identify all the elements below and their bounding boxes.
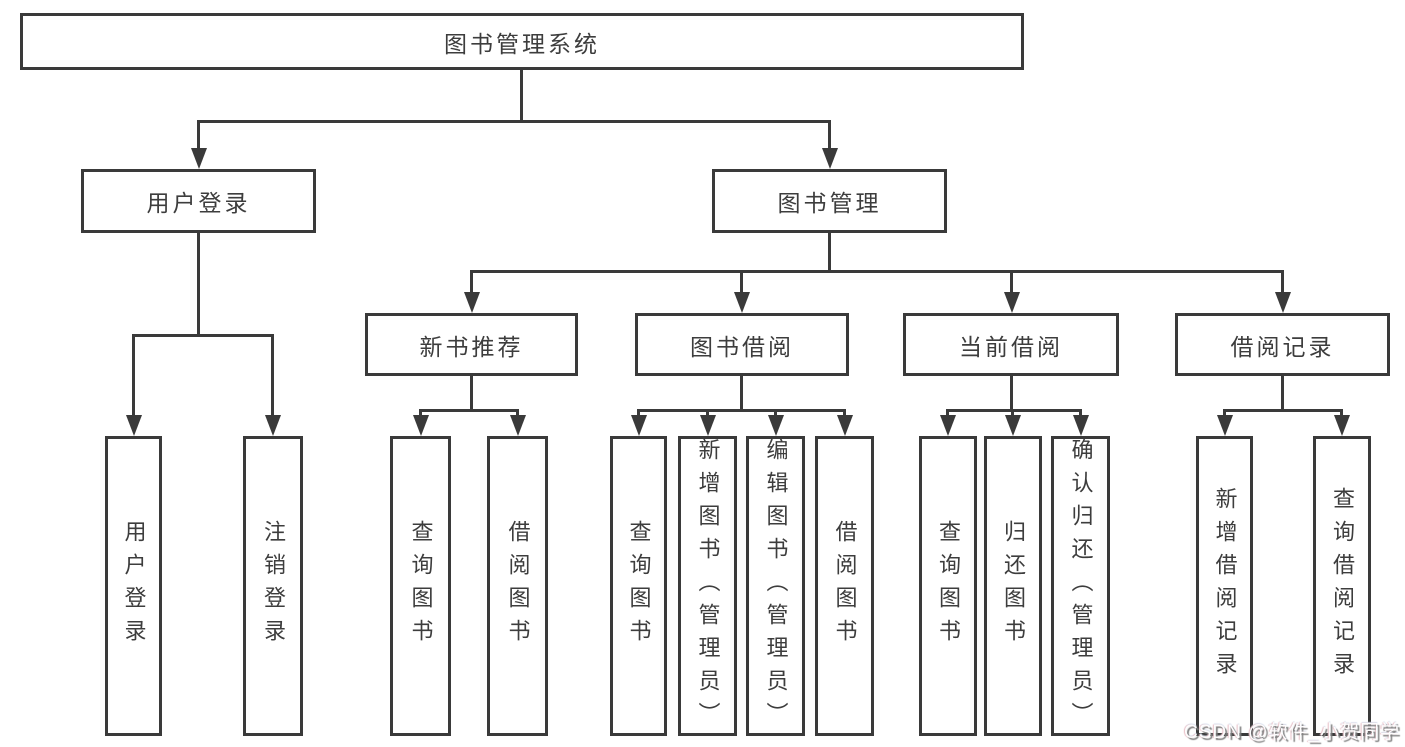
leaf-borrow-books-recommend: 借阅图书 xyxy=(487,436,548,736)
connector-arrow xyxy=(197,120,200,148)
leaf-confirm-return-admin: 确认归还（管理员） xyxy=(1051,436,1110,736)
leaf-edit-books-admin: 编辑图书（管理员） xyxy=(746,436,805,736)
node-label: 当前借阅 xyxy=(959,333,1063,360)
node-label: 图书管理系统 xyxy=(444,30,600,57)
connector-line xyxy=(1010,376,1013,409)
node-label: 用户登录 xyxy=(121,520,147,652)
node-label: 查询图书 xyxy=(936,520,961,652)
connector-line xyxy=(470,270,1284,273)
connector-line xyxy=(946,409,1082,412)
leaf-query-books-borrow: 查询图书 xyxy=(610,436,667,736)
connector-arrow xyxy=(419,409,422,415)
leaf-user-login: 用户登录 xyxy=(105,436,162,736)
node-label: 查询借阅记录 xyxy=(1330,487,1355,685)
node-label: 确认归还（管理员） xyxy=(1068,437,1094,735)
node-label: 借阅记录 xyxy=(1230,333,1335,360)
connector-line xyxy=(419,409,519,412)
connector-arrow xyxy=(706,409,709,415)
node-borrowing-records: 借阅记录 xyxy=(1175,313,1390,376)
leaf-query-books-recommend: 查询图书 xyxy=(390,436,451,736)
connector-line xyxy=(470,376,473,409)
connector-arrow xyxy=(1079,409,1082,415)
leaf-return-books: 归还图书 xyxy=(984,436,1042,736)
connector-arrow xyxy=(843,409,846,415)
node-user-login: 用户登录 xyxy=(81,169,316,233)
node-label: 注销登录 xyxy=(261,520,286,652)
leaf-add-books-admin: 新增图书（管理员） xyxy=(678,436,737,736)
node-label: 新书推荐 xyxy=(419,333,524,360)
node-new-book-recommendation: 新书推荐 xyxy=(365,313,578,376)
node-label: 查询图书 xyxy=(626,520,652,652)
node-current-borrowing: 当前借阅 xyxy=(903,313,1119,376)
node-label: 用户登录 xyxy=(146,190,251,216)
connector-arrow xyxy=(1010,270,1013,292)
node-label: 归还图书 xyxy=(1001,520,1026,652)
connector-line xyxy=(520,70,523,120)
leaf-logout: 注销登录 xyxy=(243,436,303,736)
connector-arrow xyxy=(1281,270,1284,292)
connector-arrow xyxy=(828,120,831,148)
connector-line xyxy=(197,233,200,334)
node-book-management: 图书管理 xyxy=(712,169,947,233)
leaf-query-borrow-record: 查询借阅记录 xyxy=(1313,436,1371,736)
connector-arrow xyxy=(1340,409,1343,415)
leaf-query-books-current: 查询图书 xyxy=(919,436,977,736)
node-label: 编辑图书（管理员） xyxy=(763,437,789,735)
connector-arrow xyxy=(946,409,949,415)
connector-line xyxy=(1281,376,1284,409)
connector-arrow xyxy=(1223,409,1226,415)
connector-arrow xyxy=(271,334,274,415)
connector-line xyxy=(740,376,743,409)
connector-arrow xyxy=(740,270,743,292)
connector-arrow xyxy=(470,270,473,292)
connector-line xyxy=(132,334,274,337)
connector-line xyxy=(828,233,831,273)
connector-arrow xyxy=(637,409,640,415)
node-label: 新增图书（管理员） xyxy=(695,437,721,735)
leaf-borrow-books: 借阅图书 xyxy=(815,436,874,736)
node-label: 新增借阅记录 xyxy=(1212,487,1238,685)
connector-line xyxy=(197,120,831,123)
node-label: 图书管理 xyxy=(777,190,882,216)
node-label: 图书借阅 xyxy=(690,333,794,360)
node-label: 借阅图书 xyxy=(505,520,531,652)
connector-line xyxy=(637,409,846,412)
leaf-add-borrow-record: 新增借阅记录 xyxy=(1196,436,1253,736)
node-label: 查询图书 xyxy=(408,520,434,652)
csdn-watermark: CSDN @软件_小贺同学 xyxy=(1184,722,1400,743)
node-library-management-system: 图书管理系统 xyxy=(20,13,1024,70)
connector-arrow xyxy=(132,334,135,415)
node-book-borrowing: 图书借阅 xyxy=(635,313,849,376)
connector-arrow xyxy=(516,409,519,415)
node-label: 借阅图书 xyxy=(832,520,858,652)
connector-line xyxy=(1223,409,1343,412)
connector-arrow xyxy=(1011,409,1014,415)
connector-arrow xyxy=(774,409,777,415)
